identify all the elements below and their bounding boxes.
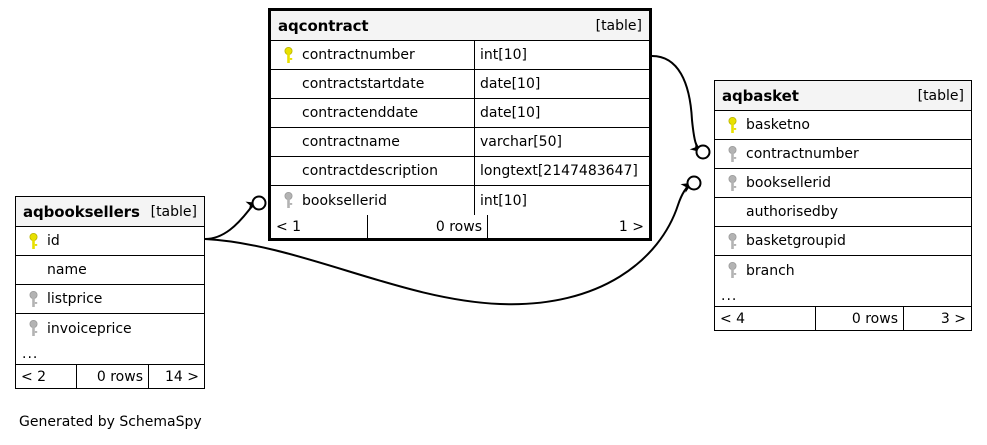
column-cell-name: contractdescription [271, 157, 474, 185]
primary-key-icon [278, 46, 298, 64]
table-row[interactable]: authorisedby [715, 198, 971, 227]
column-cell-name: contractstartdate [271, 70, 474, 98]
table-row[interactable]: booksellerid [715, 169, 971, 198]
table-row[interactable]: booksellerid int[10] [271, 186, 649, 215]
footer-child-count[interactable]: 3 > [903, 307, 971, 330]
column-name: id [47, 233, 60, 249]
column-cell-name: listprice [16, 285, 204, 313]
footer-row-count: 0 rows [76, 365, 148, 388]
column-cell-name: basketgroupid [715, 227, 971, 255]
column-cell-name: booksellerid [271, 186, 474, 215]
column-type: int[10] [474, 186, 649, 215]
footer-parent-count[interactable]: < 1 [276, 218, 302, 235]
column-name: contractenddate [302, 105, 419, 121]
table-node-aqcontract[interactable]: aqcontract [table] contractnumber int[10… [268, 8, 652, 241]
table-kind-aqbooksellers: [table] [150, 203, 197, 220]
column-type: date[10] [474, 70, 649, 98]
table-row[interactable]: name [16, 256, 204, 285]
table-row[interactable]: contractdescription longtext[2147483647] [271, 157, 649, 186]
table-footer-aqcontract: < 1 0 rows 1 > [271, 215, 649, 238]
foreign-key-icon [722, 232, 742, 250]
table-row[interactable]: invoiceprice [16, 314, 204, 343]
column-name: contractname [302, 134, 400, 150]
column-name: contractnumber [302, 47, 415, 63]
column-name: listprice [47, 291, 103, 307]
column-cell-name: basketno [715, 111, 971, 139]
column-cell-name: booksellerid [715, 169, 971, 197]
more-columns-indicator: ... [16, 343, 204, 365]
column-name: basketno [746, 117, 810, 133]
foreign-key-icon [722, 174, 742, 192]
column-cell-name: authorisedby [715, 198, 971, 226]
column-type: date[10] [474, 99, 649, 127]
column-cell-name: contractenddate [271, 99, 474, 127]
column-name: invoiceprice [47, 320, 132, 337]
table-title-aqbooksellers: aqbooksellers [23, 202, 140, 221]
table-row[interactable]: contractnumber [715, 140, 971, 169]
table-node-aqbooksellers[interactable]: aqbooksellers [table] id [15, 196, 205, 389]
table-row[interactable]: basketno [715, 111, 971, 140]
column-cell-name: invoiceprice [16, 314, 204, 343]
table-header-aqbasket: aqbasket [table] [715, 81, 971, 111]
column-type: longtext[2147483647] [474, 157, 649, 185]
column-cell-name: contractnumber [271, 41, 474, 69]
table-header-aqcontract: aqcontract [table] [271, 11, 649, 41]
table-header-aqbooksellers: aqbooksellers [table] [16, 197, 204, 227]
column-name: contractdescription [302, 163, 438, 179]
table-kind-aqbasket: [table] [917, 87, 964, 104]
column-name: booksellerid [746, 175, 831, 191]
table-footer-aqbooksellers: < 2 0 rows 14 > [16, 365, 204, 388]
column-name: authorisedby [746, 204, 838, 220]
footer-row-count: 0 rows [367, 215, 487, 238]
footer-parent-count[interactable]: < 4 [720, 310, 746, 327]
table-columns-aqcontract: contractnumber int[10] contractstartdate… [271, 41, 649, 215]
primary-key-icon [23, 232, 43, 250]
table-row[interactable]: contractname varchar[50] [271, 128, 649, 157]
generated-by-caption: Generated by SchemaSpy [19, 414, 202, 430]
column-type: int[10] [474, 41, 649, 69]
column-cell-name: branch [715, 256, 971, 285]
table-footer-aqbasket: < 4 0 rows 3 > [715, 307, 971, 330]
table-row[interactable]: branch [715, 256, 971, 285]
foreign-key-icon [23, 320, 43, 337]
more-columns-indicator: ... [715, 285, 971, 307]
column-name: name [47, 262, 87, 278]
footer-child-count[interactable]: 14 > [148, 365, 204, 388]
foreign-key-icon [278, 192, 298, 209]
column-name: contractstartdate [302, 76, 425, 92]
foreign-key-icon [722, 262, 742, 279]
table-kind-aqcontract: [table] [595, 17, 642, 34]
table-row[interactable]: contractstartdate date[10] [271, 70, 649, 99]
column-cell-name: name [16, 256, 204, 284]
foreign-key-icon [722, 145, 742, 163]
table-title-aqbasket: aqbasket [722, 86, 799, 105]
column-name: basketgroupid [746, 233, 846, 249]
footer-child-count[interactable]: 1 > [487, 215, 649, 238]
table-row[interactable]: contractenddate date[10] [271, 99, 649, 128]
footer-parent-count[interactable]: < 2 [21, 368, 47, 385]
column-cell-name: id [16, 227, 204, 255]
table-node-aqbasket[interactable]: aqbasket [table] basketno [714, 80, 972, 331]
table-row[interactable]: listprice [16, 285, 204, 314]
edge-aqcontract-to-aqbasket [651, 55, 711, 160]
column-name: contractnumber [746, 146, 859, 162]
edge-aqbooksellers-to-aqcontract [204, 195, 267, 240]
primary-key-icon [722, 116, 742, 134]
table-columns-aqbasket: basketno contractnumber [715, 111, 971, 285]
column-name: branch [746, 262, 795, 279]
foreign-key-icon [23, 290, 43, 308]
table-row[interactable]: id [16, 227, 204, 256]
table-row[interactable]: contractnumber int[10] [271, 41, 649, 70]
table-row[interactable]: basketgroupid [715, 227, 971, 256]
column-name: booksellerid [302, 192, 387, 209]
footer-row-count: 0 rows [815, 307, 903, 330]
column-cell-name: contractname [271, 128, 474, 156]
column-cell-name: contractnumber [715, 140, 971, 168]
column-type: varchar[50] [474, 128, 649, 156]
table-title-aqcontract: aqcontract [278, 16, 369, 35]
table-columns-aqbooksellers: id name li [16, 227, 204, 343]
